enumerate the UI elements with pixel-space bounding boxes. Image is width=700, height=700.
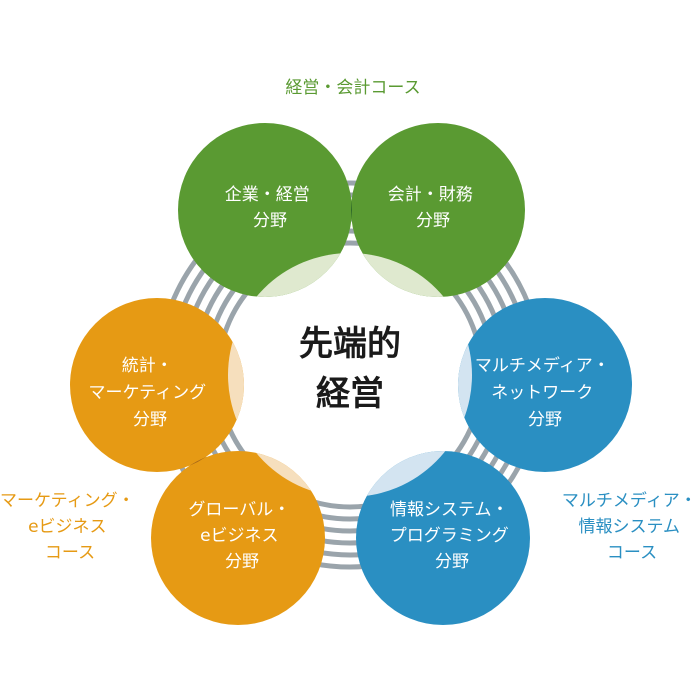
course-label-blue: マルチメディア・ 情報システム コース <box>562 490 700 563</box>
field-circle-corporate[interactable] <box>178 123 352 297</box>
field-circle-marketing[interactable] <box>70 298 244 472</box>
field-circle-global[interactable] <box>151 451 325 625</box>
field-label-multimedia: マルチメディア・ ネットワーク 分野 <box>475 355 615 430</box>
field-label-marketing: 統計・ マーケティング 分野 <box>88 356 211 430</box>
field-label-accounting: 会計・財務 分野 <box>388 185 478 231</box>
center-title: 先端的 経営 <box>299 324 401 414</box>
field-circles <box>70 123 632 625</box>
field-circle-infosys[interactable] <box>356 451 530 625</box>
course-label-orange: マーケティング・ eビジネス コース <box>0 491 140 563</box>
center-disc <box>228 253 472 497</box>
field-label-infosys: 情報システム・ プログラミング 分野 <box>390 500 514 572</box>
center-title-line1: 先端的 <box>299 324 401 364</box>
field-circle-accounting[interactable] <box>351 123 525 297</box>
field-label-corporate: 企業・経営 分野 <box>225 185 315 231</box>
field-labels: 企業・経営 分野 会計・財務 分野 統計・ マーケティング 分野 グローバル・ … <box>88 185 615 572</box>
course-labels: 経営・会計コース マーケティング・ eビジネス コース マルチメディア・ 情報シ… <box>0 78 700 563</box>
course-label-green: 経営・会計コース <box>285 78 420 98</box>
center-title-line2: 経営 <box>316 374 384 414</box>
field-circle-multimedia[interactable] <box>458 298 632 472</box>
field-label-global: グローバル・ eビジネス 分野 <box>188 500 295 572</box>
